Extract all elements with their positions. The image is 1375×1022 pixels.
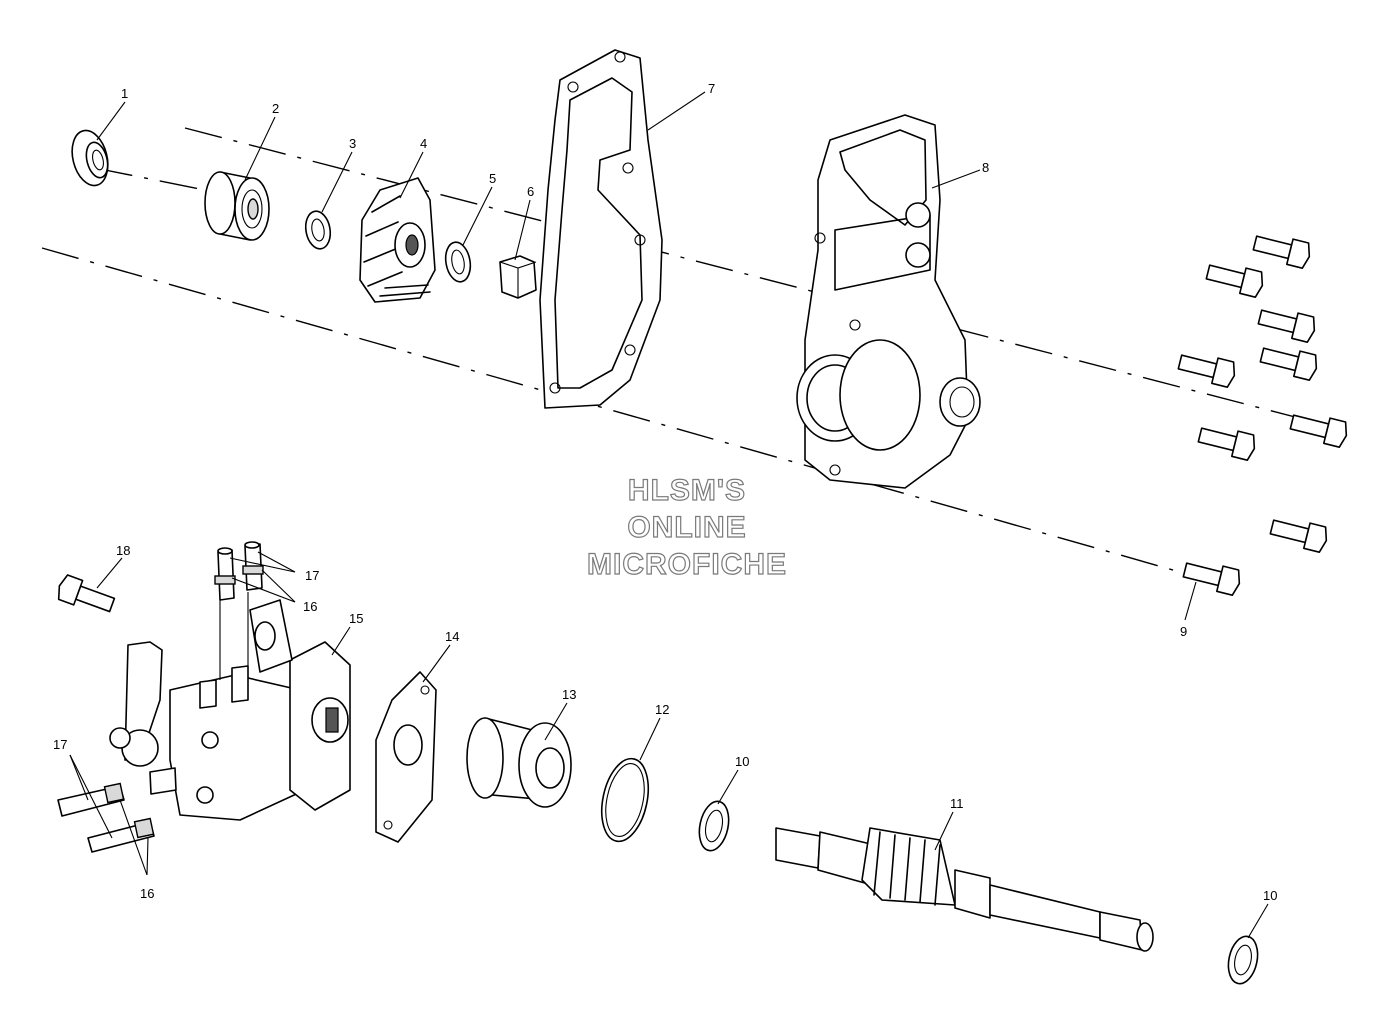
- watermark-line-1: HLSM'S: [628, 474, 746, 507]
- callout-16b: 16: [140, 886, 154, 901]
- watermark-line-2: ONLINE: [627, 511, 746, 544]
- callout-14: 14: [445, 629, 459, 644]
- callout-5: 5: [489, 171, 496, 186]
- axis-lines: [41, 127, 1346, 573]
- hose-fittings: [57, 541, 264, 853]
- callout-6: 6: [527, 184, 534, 199]
- watermark: HLSM'S ONLINE MICROFICHE: [586, 473, 787, 581]
- callout-1: 1: [121, 86, 128, 101]
- callout-16a: 16: [303, 599, 317, 614]
- part-pump-gasket: [375, 671, 437, 843]
- part-impeller: [359, 177, 436, 303]
- part-bearing: [204, 171, 270, 241]
- part-washer-5: [444, 241, 472, 283]
- part-bolt-18: [57, 574, 116, 613]
- part-nut: [499, 255, 537, 299]
- callout-11: 11: [950, 796, 964, 811]
- part-seal: [71, 129, 109, 187]
- callout-3: 3: [349, 136, 356, 151]
- callout-17b: 17: [53, 737, 67, 752]
- part-gasket: [539, 49, 663, 409]
- part-oil-pump: [109, 592, 351, 821]
- part-cover: [796, 114, 981, 489]
- callout-8: 8: [982, 160, 989, 175]
- watermark-line-3: MICROFICHE: [587, 548, 787, 581]
- callout-9: 9: [1180, 624, 1187, 639]
- callout-18: 18: [116, 543, 130, 558]
- part-washer-10b: [1227, 935, 1259, 985]
- part-o-ring: [600, 757, 650, 843]
- callout-17a: 17: [305, 568, 319, 583]
- callout-13: 13: [562, 687, 576, 702]
- part-shaft: [775, 827, 1154, 952]
- callout-7: 7: [708, 81, 715, 96]
- callout-2: 2: [272, 101, 279, 116]
- part-washer-10a: [698, 800, 730, 852]
- part-sleeve: [466, 717, 572, 808]
- callout-15: 15: [349, 611, 363, 626]
- leader-lines: [69, 91, 1269, 939]
- callout-10b: 10: [1263, 888, 1277, 903]
- bolts-group: [1177, 235, 1348, 596]
- callout-4: 4: [420, 136, 427, 151]
- callout-10a: 10: [735, 754, 749, 769]
- part-washer-3: [304, 210, 332, 250]
- callout-12: 12: [655, 702, 669, 717]
- callout-labels: 1 2 3 4 5 6 7 8 9 10 10 11 12 13 14 15 1…: [53, 81, 1277, 903]
